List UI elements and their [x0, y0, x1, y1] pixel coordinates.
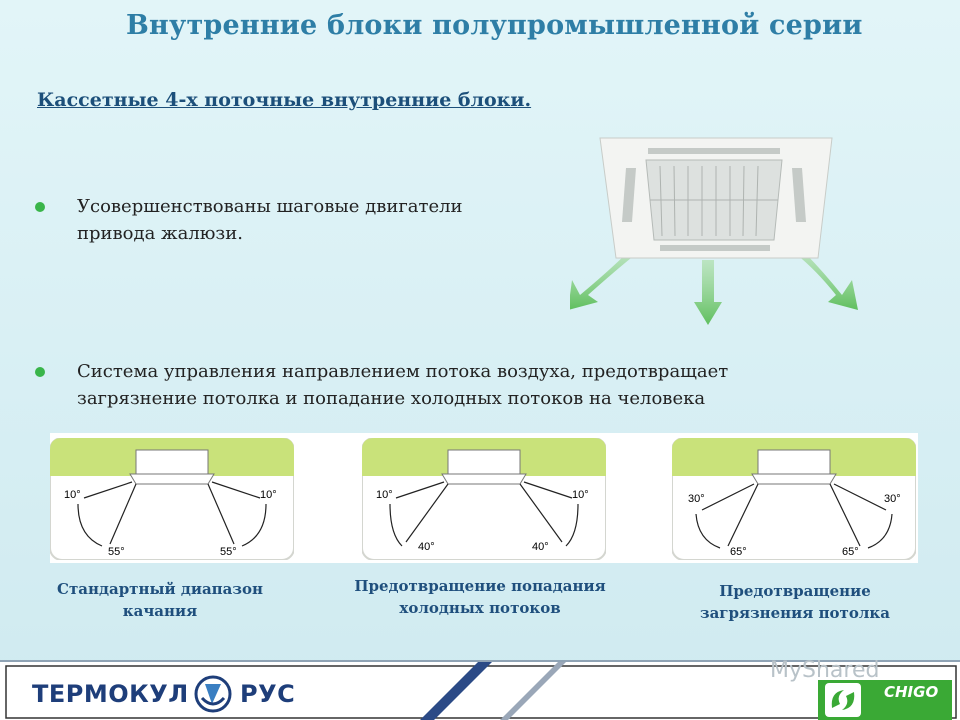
airflow-diagram-ceiling: 30° 30° 65° 65°: [672, 438, 916, 560]
airflow-diagram-standard: 10° 10° 55° 55°: [50, 438, 294, 560]
angle-bottom-left: 65°: [730, 546, 747, 558]
angle-bottom-left: 55°: [108, 546, 125, 558]
angle-top-right: 30°: [884, 493, 901, 505]
chigo-swirl-icon: [825, 683, 861, 717]
angle-bottom-right: 40°: [532, 541, 549, 553]
angle-top-left: 10°: [64, 489, 81, 501]
angle-bottom-right: 65°: [842, 546, 859, 558]
airflow-diagram-cold-draft: 10° 10° 40° 40°: [362, 438, 606, 560]
bullet-dot-icon: [35, 367, 45, 377]
logo-rus-text: РУС: [240, 680, 296, 708]
chigo-brand-text: CHIGO: [884, 683, 939, 701]
cassette-unit-image: [570, 137, 858, 325]
diagram-caption-ceiling: Предотвращение загрязнения потолка: [700, 582, 890, 622]
diagram-caption-standard: Стандартный диапазон качания: [57, 580, 263, 620]
bullet-dot-icon: [35, 202, 45, 212]
watermark-text: MyShared: [770, 658, 880, 683]
slide-title: Внутренние блоки полупромышленной серии: [126, 10, 863, 41]
bullet-text: Усовершенствованы шаговые двигатели прив…: [77, 196, 463, 244]
footer-decor: [5, 662, 957, 720]
angle-top-right: 10°: [260, 489, 277, 501]
angle-top-left: 30°: [688, 493, 705, 505]
angle-top-left: 10°: [376, 489, 393, 501]
footer-divider: [0, 660, 960, 662]
termokul-emblem-icon: [194, 675, 232, 713]
angle-bottom-left: 40°: [418, 541, 435, 553]
bullet-item: Усовершенствованы шаговые двигатели прив…: [35, 193, 537, 247]
angle-bottom-right: 55°: [220, 546, 237, 558]
bullet-item: Система управления направлением потока в…: [35, 358, 837, 412]
slide-subtitle: Кассетные 4-х поточные внутренние блоки.: [37, 89, 532, 111]
bullet-text: Система управления направлением потока в…: [77, 361, 729, 409]
logo-termokul-text: ТЕРМОКУЛ: [32, 680, 189, 708]
angle-top-right: 10°: [572, 489, 589, 501]
diagram-caption-cold-draft: Предотвращение попадания холодных потоко…: [354, 577, 606, 617]
